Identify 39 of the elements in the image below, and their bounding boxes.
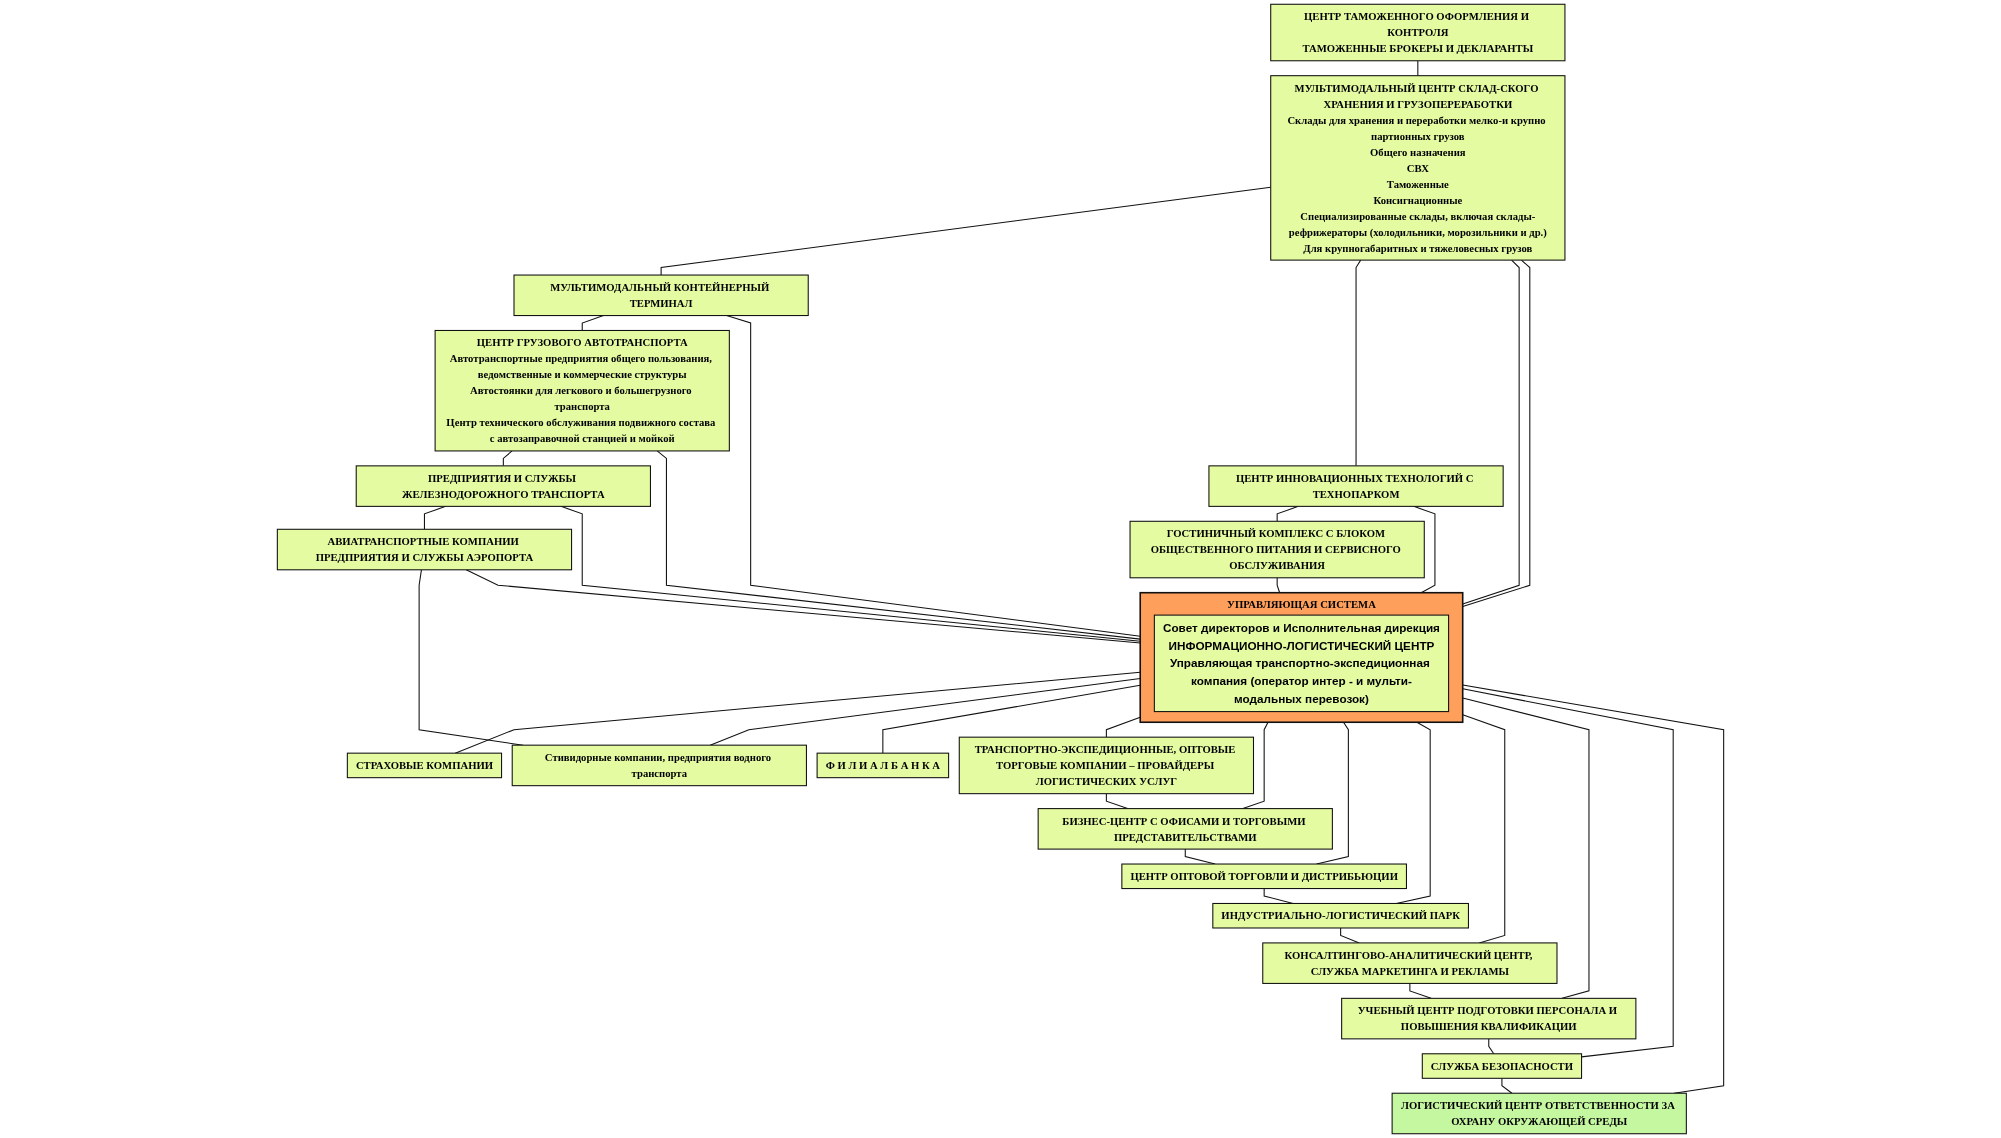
- node-box: ПРЕДПРИЯТИЯ И СЛУЖБЫ ЖЕЛЕЗНОДОРОЖНОГО ТРАНСПОРТА: [355, 465, 651, 507]
- node-box: ТРАНСПОРТНО-ЭКСПЕДИЦИОННЫЕ, ОПТОВЫЕ ТОРГОВЫЕ КОМПАНИИ – ПРОВАЙДЕРЫ ЛОГИСТИЧЕСКИХ УСЛУГ: [958, 736, 1255, 795]
- node-box: ЛОГИСТИЧЕСКИЙ ЦЕНТР ОТВЕТСТВЕННОСТИ ЗА ОХРАНУ ОКРУЖАЮЩЕЙ СРЕДЫ: [1391, 1092, 1687, 1135]
- connector: [502, 450, 513, 467]
- connector: [1355, 259, 1362, 467]
- connector: [1462, 259, 1520, 605]
- node-box: ЦЕНТР ГРУЗОВОГО АВТОТРАНСПОРТА Автотранспортные предприятия общего пользования, ведомственные и коммерческие структуры Автостоянки для легкового и большегрузного транспорта Центр технического обслуживания подвижного состава с автозаправочной станцией и мойкой: [434, 329, 730, 452]
- connector: [581, 315, 604, 331]
- node-box: МУЛЬТИМОДАЛЬНЫЙ ЦЕНТР СКЛАД-СКОГО ХРАНЕНИЯ И ГРУЗОПЕРЕРАБОТКИ Склады для хранения и переработки мелко-и крупно партионных грузов Общего назначения СВХ Таможенные Консигнационные Специализированные склады, включая склады-рефрижераторы (холодильники, морозильники и др.) Для крупногабаритных и тяжеловесных грузов: [1270, 75, 1566, 261]
- connector: [1501, 1077, 1513, 1094]
- node-box: БИЗНЕС-ЦЕНТР С ОФИСАМИ И ТОРГОВЫМИ ПРЕДСТАВИТЕЛЬСТВАМИ: [1037, 808, 1333, 850]
- node-box: МУЛЬТИМОДАЛЬНЫЙ КОНТЕЙНЕРНЫЙ ТЕРМИНАЛ: [513, 274, 809, 317]
- connector: [1462, 259, 1531, 607]
- node-box: КОНСАЛТИНГОВО-АНАЛИТИЧЕСКИЙ ЦЕНТР, СЛУЖБА МАРКЕТИНГА И РЕКЛАМЫ: [1262, 942, 1558, 984]
- connector: [709, 678, 1141, 746]
- connector: [1276, 577, 1281, 594]
- node-box: Ф И Л И А Л Б А Н К А: [816, 752, 950, 779]
- connector: [465, 569, 1141, 644]
- connector: [1105, 716, 1141, 738]
- connector: [1409, 982, 1432, 999]
- connector: [656, 450, 1141, 640]
- connector: [1488, 1038, 1495, 1055]
- node-box: ЦЕНТР ОПТОВОЙ ТОРГОВЛИ И ДИСТРИБЬЮЦИИ: [1121, 863, 1407, 890]
- connector: [882, 684, 1141, 754]
- node-box: ГОСТИНИЧНЫЙ КОМПЛЕКС С БЛОКОМ ОБЩЕСТВЕННОГО ПИТАНИЯ И СЕРВИСНОГО ОБСЛУЖИВАНИЯ: [1129, 520, 1425, 579]
- connector: [1462, 688, 1674, 1058]
- node-box: ИНДУСТРИАЛЬНО-ЛОГИСТИЧЕСКИЙ ПАРК: [1212, 902, 1469, 929]
- node-box: СЛУЖБА БЕЗОПАСНОСТИ: [1421, 1053, 1583, 1079]
- node-box: Стивидорные компании, предприятия водного транспорта: [511, 744, 807, 787]
- connector: [1462, 714, 1506, 944]
- connector: [1462, 697, 1590, 999]
- node-box: УЧЕБНЫЙ ЦЕНТР ПОДГОТОВКИ ПЕРСОНАЛА И ПОВЫШЕНИЯ КВАЛИФИКАЦИИ: [1341, 997, 1637, 1040]
- node-box: СТРАХОВЫЕ КОМПАНИИ: [346, 752, 503, 779]
- node-box: Совет директоров и Исполнительная дирекция ИНФОРМАЦИОННО-ЛОГИСТИЧЕСКИЙ ЦЕНТР Управляющая транспортно-экспедиционная компания (оператор интер - и мульти-модальных перевозок): [1153, 614, 1450, 713]
- connector: [1462, 684, 1725, 1094]
- node-box: АВИАТРАНСПОРТНЫЕ КОМПАНИИ ПРЕДПРИЯТИЯ И СЛУЖБЫ АЭРОПОРТА: [276, 528, 573, 571]
- node-box: ЦЕНТР ИННОВАЦИОННЫХ ТЕХНОЛОГИЙ С ТЕХНОПАРКОМ: [1208, 465, 1504, 507]
- connector: [454, 671, 1141, 754]
- node-box: ЦЕНТР ТАМОЖЕННОГО ОФОРМЛЕНИЯ И КОНТРОЛЯ ТАМОЖЕННЫЕ БРОКЕРЫ И ДЕКЛАРАНТЫ: [1270, 3, 1566, 62]
